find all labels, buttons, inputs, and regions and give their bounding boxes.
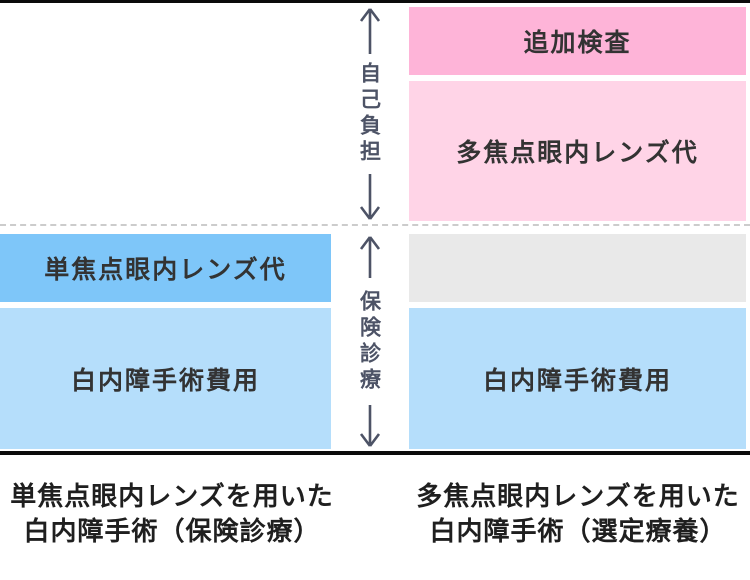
bottom-divider-line [0, 451, 750, 455]
self-pay-axis: 自己負担 [331, 6, 409, 222]
multifocal-caption: 多焦点眼内レンズを用いた 白内障手術（選定療養） [402, 480, 750, 550]
arrow-down-icon [359, 405, 381, 447]
arrow-up-icon [359, 8, 381, 54]
multifocal-lens-fee-box: 多焦点眼内レンズ代 [409, 81, 746, 221]
insurance-covered-gray-box [409, 234, 746, 302]
additional-exam-box: 追加検査 [409, 7, 746, 75]
multifocal-lens-fee-label: 多焦点眼内レンズ代 [456, 138, 699, 167]
surgery-cost-label-right: 白内障手術費用 [482, 365, 672, 395]
self-pay-label: 自己負担 [357, 62, 383, 166]
monofocal-caption: 単焦点眼内レンズを用いた 白内障手術（保険診療） [0, 480, 344, 550]
dashed-divider-line [0, 224, 750, 226]
multifocal-caption-line2: 白内障手術（選定療養） [429, 517, 727, 547]
insurance-label: 保険診療 [357, 289, 383, 394]
surgery-cost-label-left: 白内障手術費用 [70, 365, 260, 395]
arrow-up-icon [359, 236, 381, 278]
top-divider-line [0, 0, 750, 3]
insurance-axis: 保険診療 [331, 234, 409, 449]
monofocal-caption-line2: 白内障手術（保険診療） [23, 517, 321, 547]
multifocal-caption-line1: 多焦点眼内レンズを用いた [416, 482, 740, 512]
surgery-cost-box-right: 白内障手術費用 [409, 308, 746, 449]
additional-exam-label: 追加検査 [523, 28, 632, 57]
arrow-down-icon [359, 174, 381, 220]
monofocal-lens-fee-label: 単焦点眼内レンズ代 [44, 255, 287, 284]
monofocal-lens-fee-box: 単焦点眼内レンズ代 [0, 234, 331, 302]
surgery-cost-box-left: 白内障手術費用 [0, 308, 331, 449]
monofocal-caption-line1: 単焦点眼内レンズを用いた [10, 482, 334, 512]
